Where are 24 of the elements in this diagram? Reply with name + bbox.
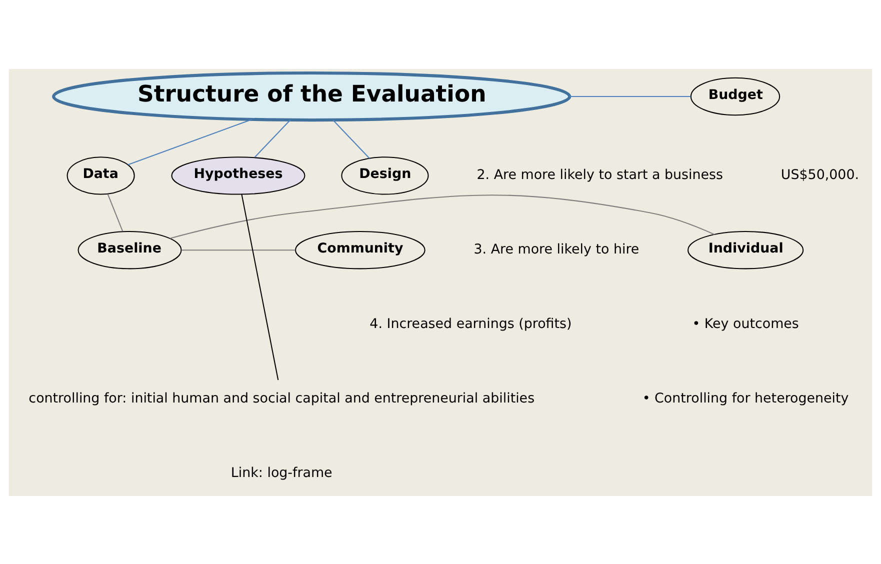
label: 2. Are more likely to start a business (476, 168, 724, 183)
label: US$50,000. (780, 168, 860, 183)
node-ellipse: Baseline (78, 230, 182, 269)
label: 3. Are more likely to hire (474, 242, 640, 258)
node-ellipse: Data (66, 156, 135, 194)
label: Link: log-frame (230, 465, 332, 480)
connector (128, 118, 252, 165)
node-text: controlling for: initial human and social capital and entrepreneurial abilities (28, 390, 535, 406)
connector (107, 194, 124, 231)
node-ellipse: Structure of the Evaluation (52, 70, 572, 122)
node-ellipse: Individual (688, 230, 804, 269)
connector (332, 118, 370, 158)
connector (254, 118, 291, 158)
connector (241, 194, 279, 380)
label: • Key outcomes (692, 316, 799, 332)
node-ellipse: Budget (690, 76, 780, 116)
label: 4. Increased earnings (profits) (370, 316, 572, 332)
connector (570, 95, 691, 97)
node-ellipse: Design (341, 156, 429, 194)
connector (182, 249, 296, 250)
connector (170, 194, 715, 238)
node-ellipse: Community (295, 230, 426, 269)
node-ellipse: Hypotheses (171, 156, 306, 194)
label: • Controlling for heterogeneity (642, 390, 849, 406)
